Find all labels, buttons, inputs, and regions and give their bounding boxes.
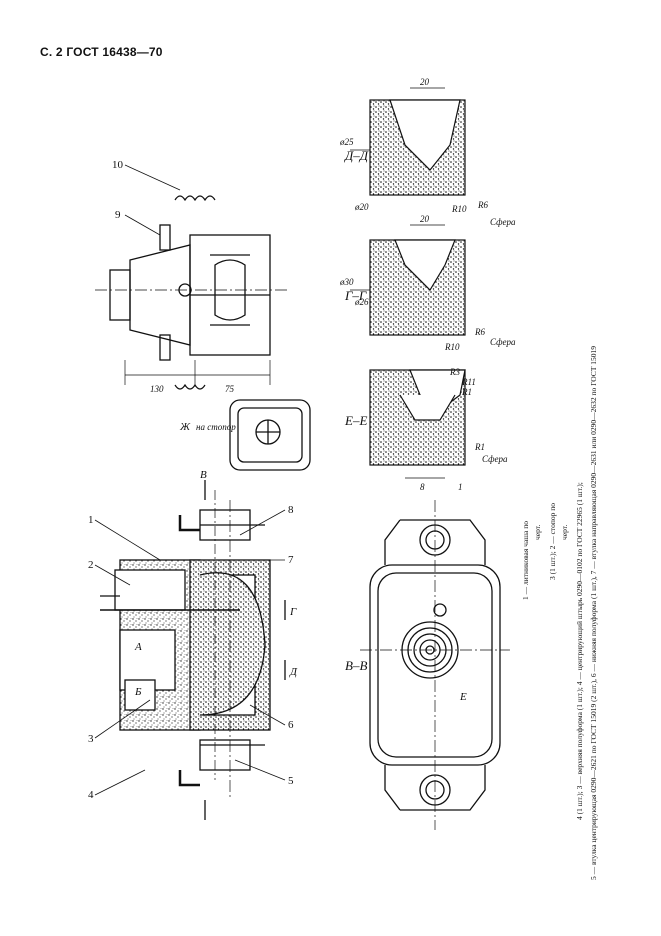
dim-25: ø25 (339, 137, 354, 147)
label-zh: Ж (179, 421, 191, 433)
caption-line-4: черт. (560, 524, 569, 540)
assembly-top-view (95, 224, 290, 361)
label-e: Е (459, 691, 467, 703)
dim-30: ø30 (339, 277, 354, 287)
dim-r10a: R10 (444, 342, 460, 352)
label-a: А (134, 641, 142, 653)
callout-2: 2 (88, 559, 94, 571)
dim-r3: R3 (449, 367, 460, 377)
caption-line-3: 3 (1 шт.); 2 — стопор по (548, 503, 557, 580)
dim-sfera3: Сфера (482, 454, 508, 464)
label-ee: Е–Е (344, 413, 367, 428)
dim-r6a: R6 (474, 327, 485, 337)
label-g: Г (289, 606, 297, 618)
callout-10: 10 (112, 159, 124, 171)
section-gg (369, 239, 466, 336)
dim-r10b: R10 (451, 204, 467, 214)
dim-r11: R11 (461, 377, 476, 387)
dim-sfera2: Сфера (490, 217, 516, 227)
dim-1: 1 (458, 482, 463, 492)
callout-9: 9 (115, 209, 121, 221)
dim-r1b: R1 (461, 387, 472, 397)
caption-line-5: 4 (1 шт.); 3 — верхняя полуформа (1 шт.)… (575, 482, 584, 820)
dim-r1: R1 (474, 442, 485, 452)
callout-5: 5 (288, 775, 294, 787)
label-vv: В–В (345, 658, 367, 673)
dim-130: 130 (150, 384, 164, 394)
callout-8: 8 (288, 504, 294, 516)
caption-line-6: 5 — втулка центрирующая 0290—2621 по ГОС… (589, 345, 598, 880)
label-d: Д (289, 666, 298, 678)
caption-line-2: черт. (533, 524, 542, 540)
dim-8: 8 (420, 482, 425, 492)
callout-7: 7 (288, 554, 294, 566)
label-b: Б (134, 686, 142, 698)
dim-20b: 20 (420, 214, 430, 224)
section-ee (369, 369, 466, 466)
callout-3: 3 (88, 733, 94, 745)
label-gg: Г–Г (344, 288, 367, 303)
dim-r6b: R6 (477, 200, 488, 210)
dim-20dia: ø20 (354, 202, 369, 212)
callout-1: 1 (88, 514, 94, 526)
caption-line-1: 1 — литниковая чаша по (521, 520, 530, 600)
figure-caption: 1 — литниковая чаша по черт. 3 (1 шт.); … (520, 320, 610, 880)
dim-20a: 20 (420, 77, 430, 87)
label-v: В (200, 469, 207, 481)
spring (174, 195, 216, 390)
dim-75: 75 (225, 384, 235, 394)
label-zh-note: на стопор (196, 422, 236, 432)
callout-4: 4 (88, 789, 94, 801)
dim-sfera1: Сфера (490, 337, 516, 347)
mold-main-section (100, 480, 286, 820)
label-dd: Д–Д (343, 148, 369, 163)
view-vv (360, 500, 510, 830)
page-header: С. 2 ГОСТ 16438—70 (40, 45, 163, 59)
view-zh (229, 399, 311, 471)
dim-26: ø26 (354, 297, 369, 307)
callout-6: 6 (288, 719, 294, 731)
section-dd (369, 99, 466, 196)
